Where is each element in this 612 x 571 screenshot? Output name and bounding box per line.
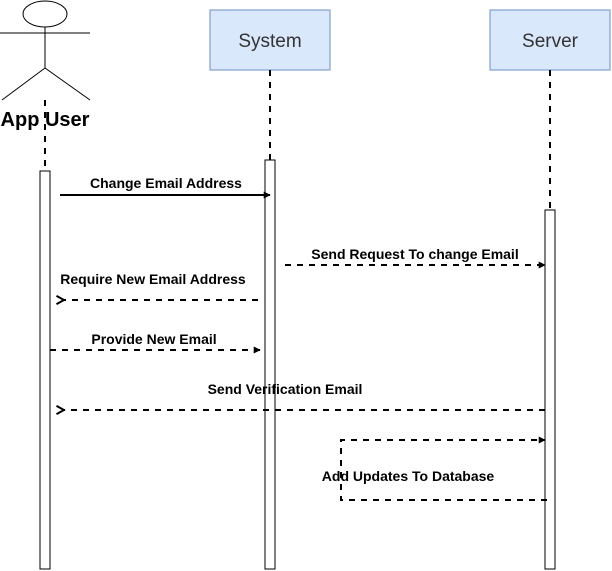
message-change-email-label: Change Email Address: [90, 175, 242, 191]
actor-head: [22, 0, 68, 28]
message-send-request-label: Send Request To change Email: [311, 246, 518, 262]
activation-server: [544, 209, 556, 570]
actor-app-user: [0, 0, 91, 101]
actor-right-leg: [44, 67, 91, 101]
participant-label-server: Server: [522, 31, 579, 52]
message-add-updates-label: Add Updates To Database: [322, 468, 495, 484]
participant-server: Server: [489, 9, 611, 71]
participant-system: System: [209, 9, 331, 71]
activation-app-user: [39, 170, 51, 570]
message-send-verification-label: Send Verification Email: [208, 381, 363, 397]
message-require-new-email-label: Require New Email Address: [60, 271, 246, 287]
participant-box-server: [489, 9, 611, 71]
message-provide-new-email-label: Provide New Email: [91, 331, 216, 347]
actor-label-app-user: App User: [1, 109, 90, 131]
actor-left-leg: [1, 67, 46, 101]
participant-label-system: System: [238, 31, 301, 52]
participant-box-system: [209, 9, 331, 71]
activation-system: [264, 159, 276, 570]
